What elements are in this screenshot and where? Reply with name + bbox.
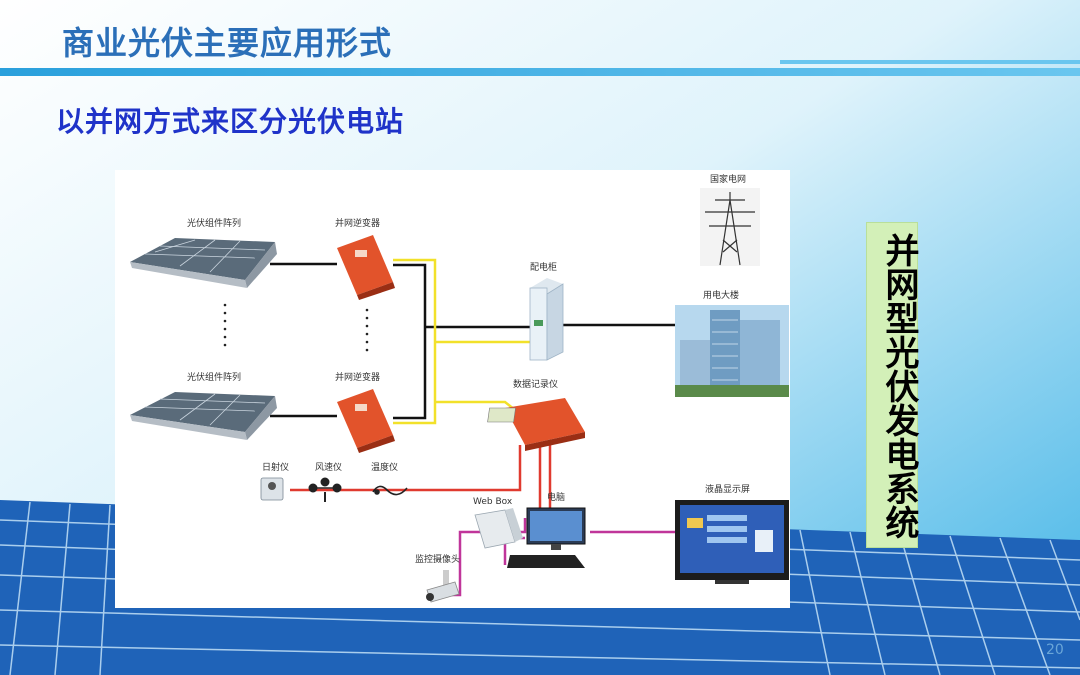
distribution-cabinet (529, 278, 564, 361)
label-computer: 电脑 (547, 491, 565, 503)
label-inverter-top: 并网逆变器 (335, 217, 380, 229)
national-grid-tower (700, 188, 760, 266)
label-pv-array-bottom: 光伏组件阵列 (187, 371, 241, 383)
dc-wires (270, 262, 675, 420)
lcd-display-screen (675, 500, 789, 584)
ac-wires (393, 258, 530, 425)
system-type-label: 并网型光伏发电系统 (879, 233, 919, 539)
slide-title: 商业光伏主要应用形式 (62, 24, 393, 62)
label-lcd-screen: 液晶显示屏 (705, 483, 750, 495)
label-anemometer: 风速仪 (315, 462, 342, 473)
label-inverter-bottom: 并网逆变器 (335, 371, 380, 383)
inverter-bottom (337, 389, 395, 453)
label-camera: 监控摄像头 (415, 553, 460, 565)
pv-array-bottom (130, 392, 277, 440)
slide-subtitle: 以并网方式来区分光伏电站 (56, 105, 405, 138)
system-type-label-box: 并网型光伏发电系统 (866, 222, 919, 548)
office-building (675, 305, 789, 397)
thermometer-probe (372, 485, 408, 496)
inverter-top (337, 235, 395, 300)
label-pv-array-top: 光伏组件阵列 (187, 217, 241, 229)
irradiance-meter (260, 477, 284, 501)
grid-connected-system-diagram: 光伏组件阵列 光伏组件阵列 并网逆变器 (115, 170, 790, 608)
data-logger (487, 398, 585, 451)
web-box (474, 508, 523, 549)
surveillance-camera (426, 570, 460, 603)
label-irradiance-meter: 日射仪 (262, 461, 289, 473)
label-national-grid: 国家电网 (710, 173, 746, 185)
desktop-computer (507, 507, 586, 568)
pv-array-top (130, 238, 277, 288)
label-data-logger: 数据记录仪 (513, 378, 558, 390)
anemometer (308, 477, 342, 502)
ellipsis-dots-middle (365, 308, 369, 352)
label-distribution-cabinet: 配电柜 (530, 261, 557, 273)
label-web-box: Web Box (473, 497, 513, 507)
ellipsis-dots-left (223, 303, 227, 347)
label-building: 用电大楼 (703, 289, 739, 301)
page-number: 20 (1046, 642, 1064, 658)
diagram-canvas: 光伏组件阵列 光伏组件阵列 并网逆变器 (130, 173, 789, 603)
label-thermometer: 温度仪 (371, 461, 398, 473)
